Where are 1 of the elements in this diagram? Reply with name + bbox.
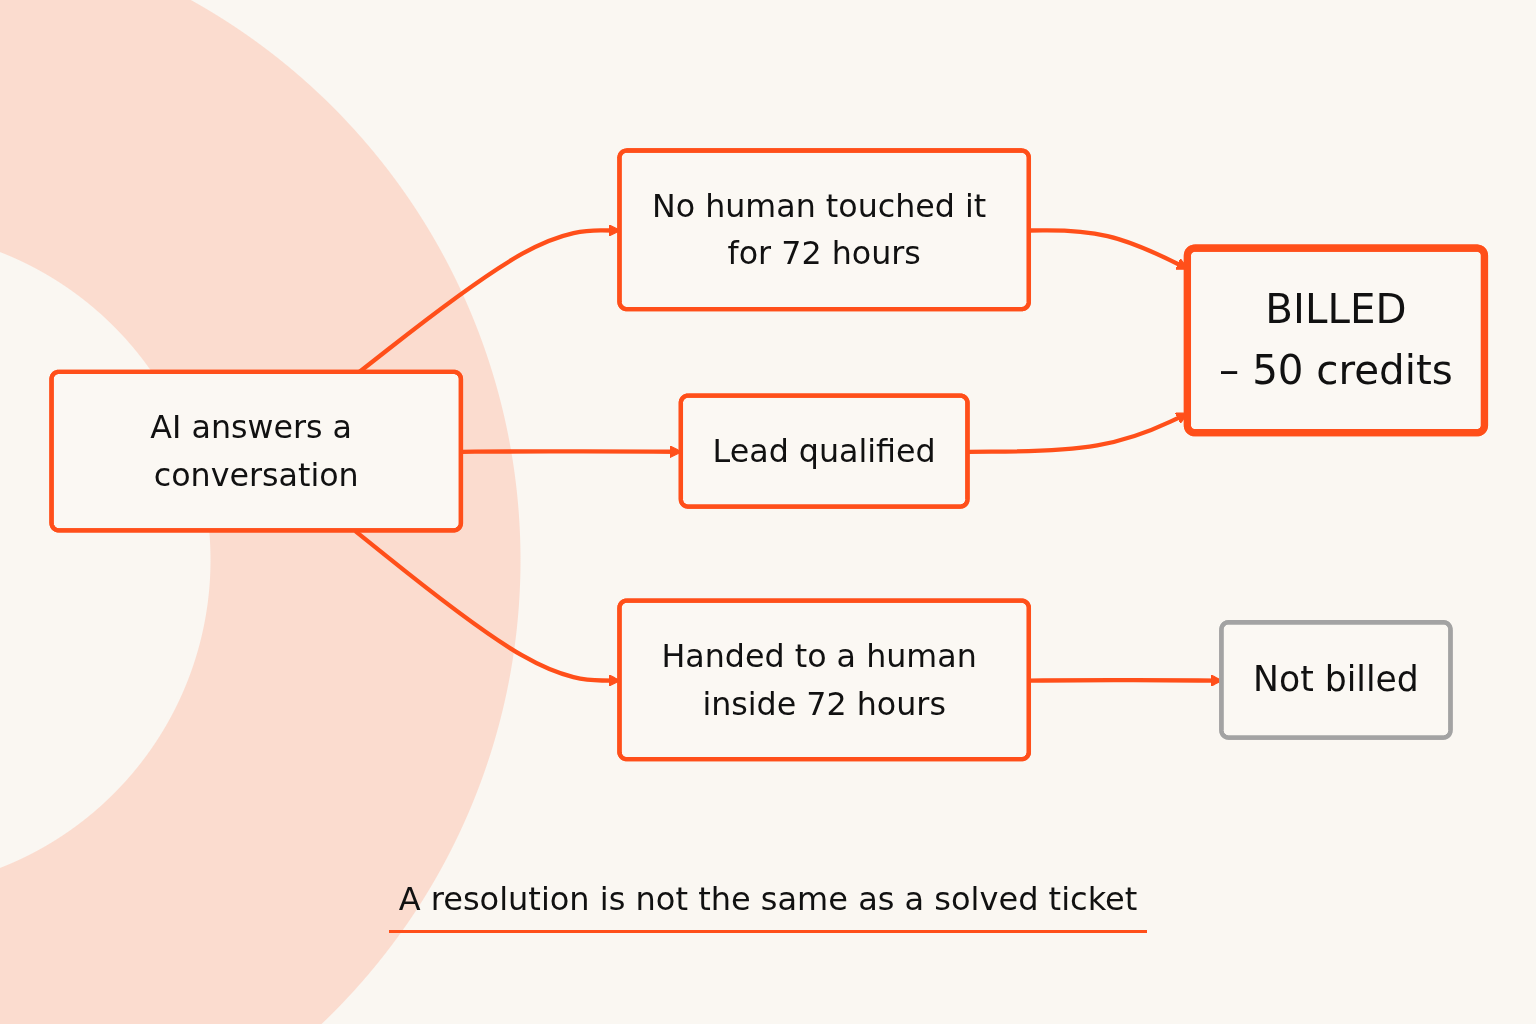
caption: A resolution is not the same as a solved ticket <box>388 880 1148 933</box>
